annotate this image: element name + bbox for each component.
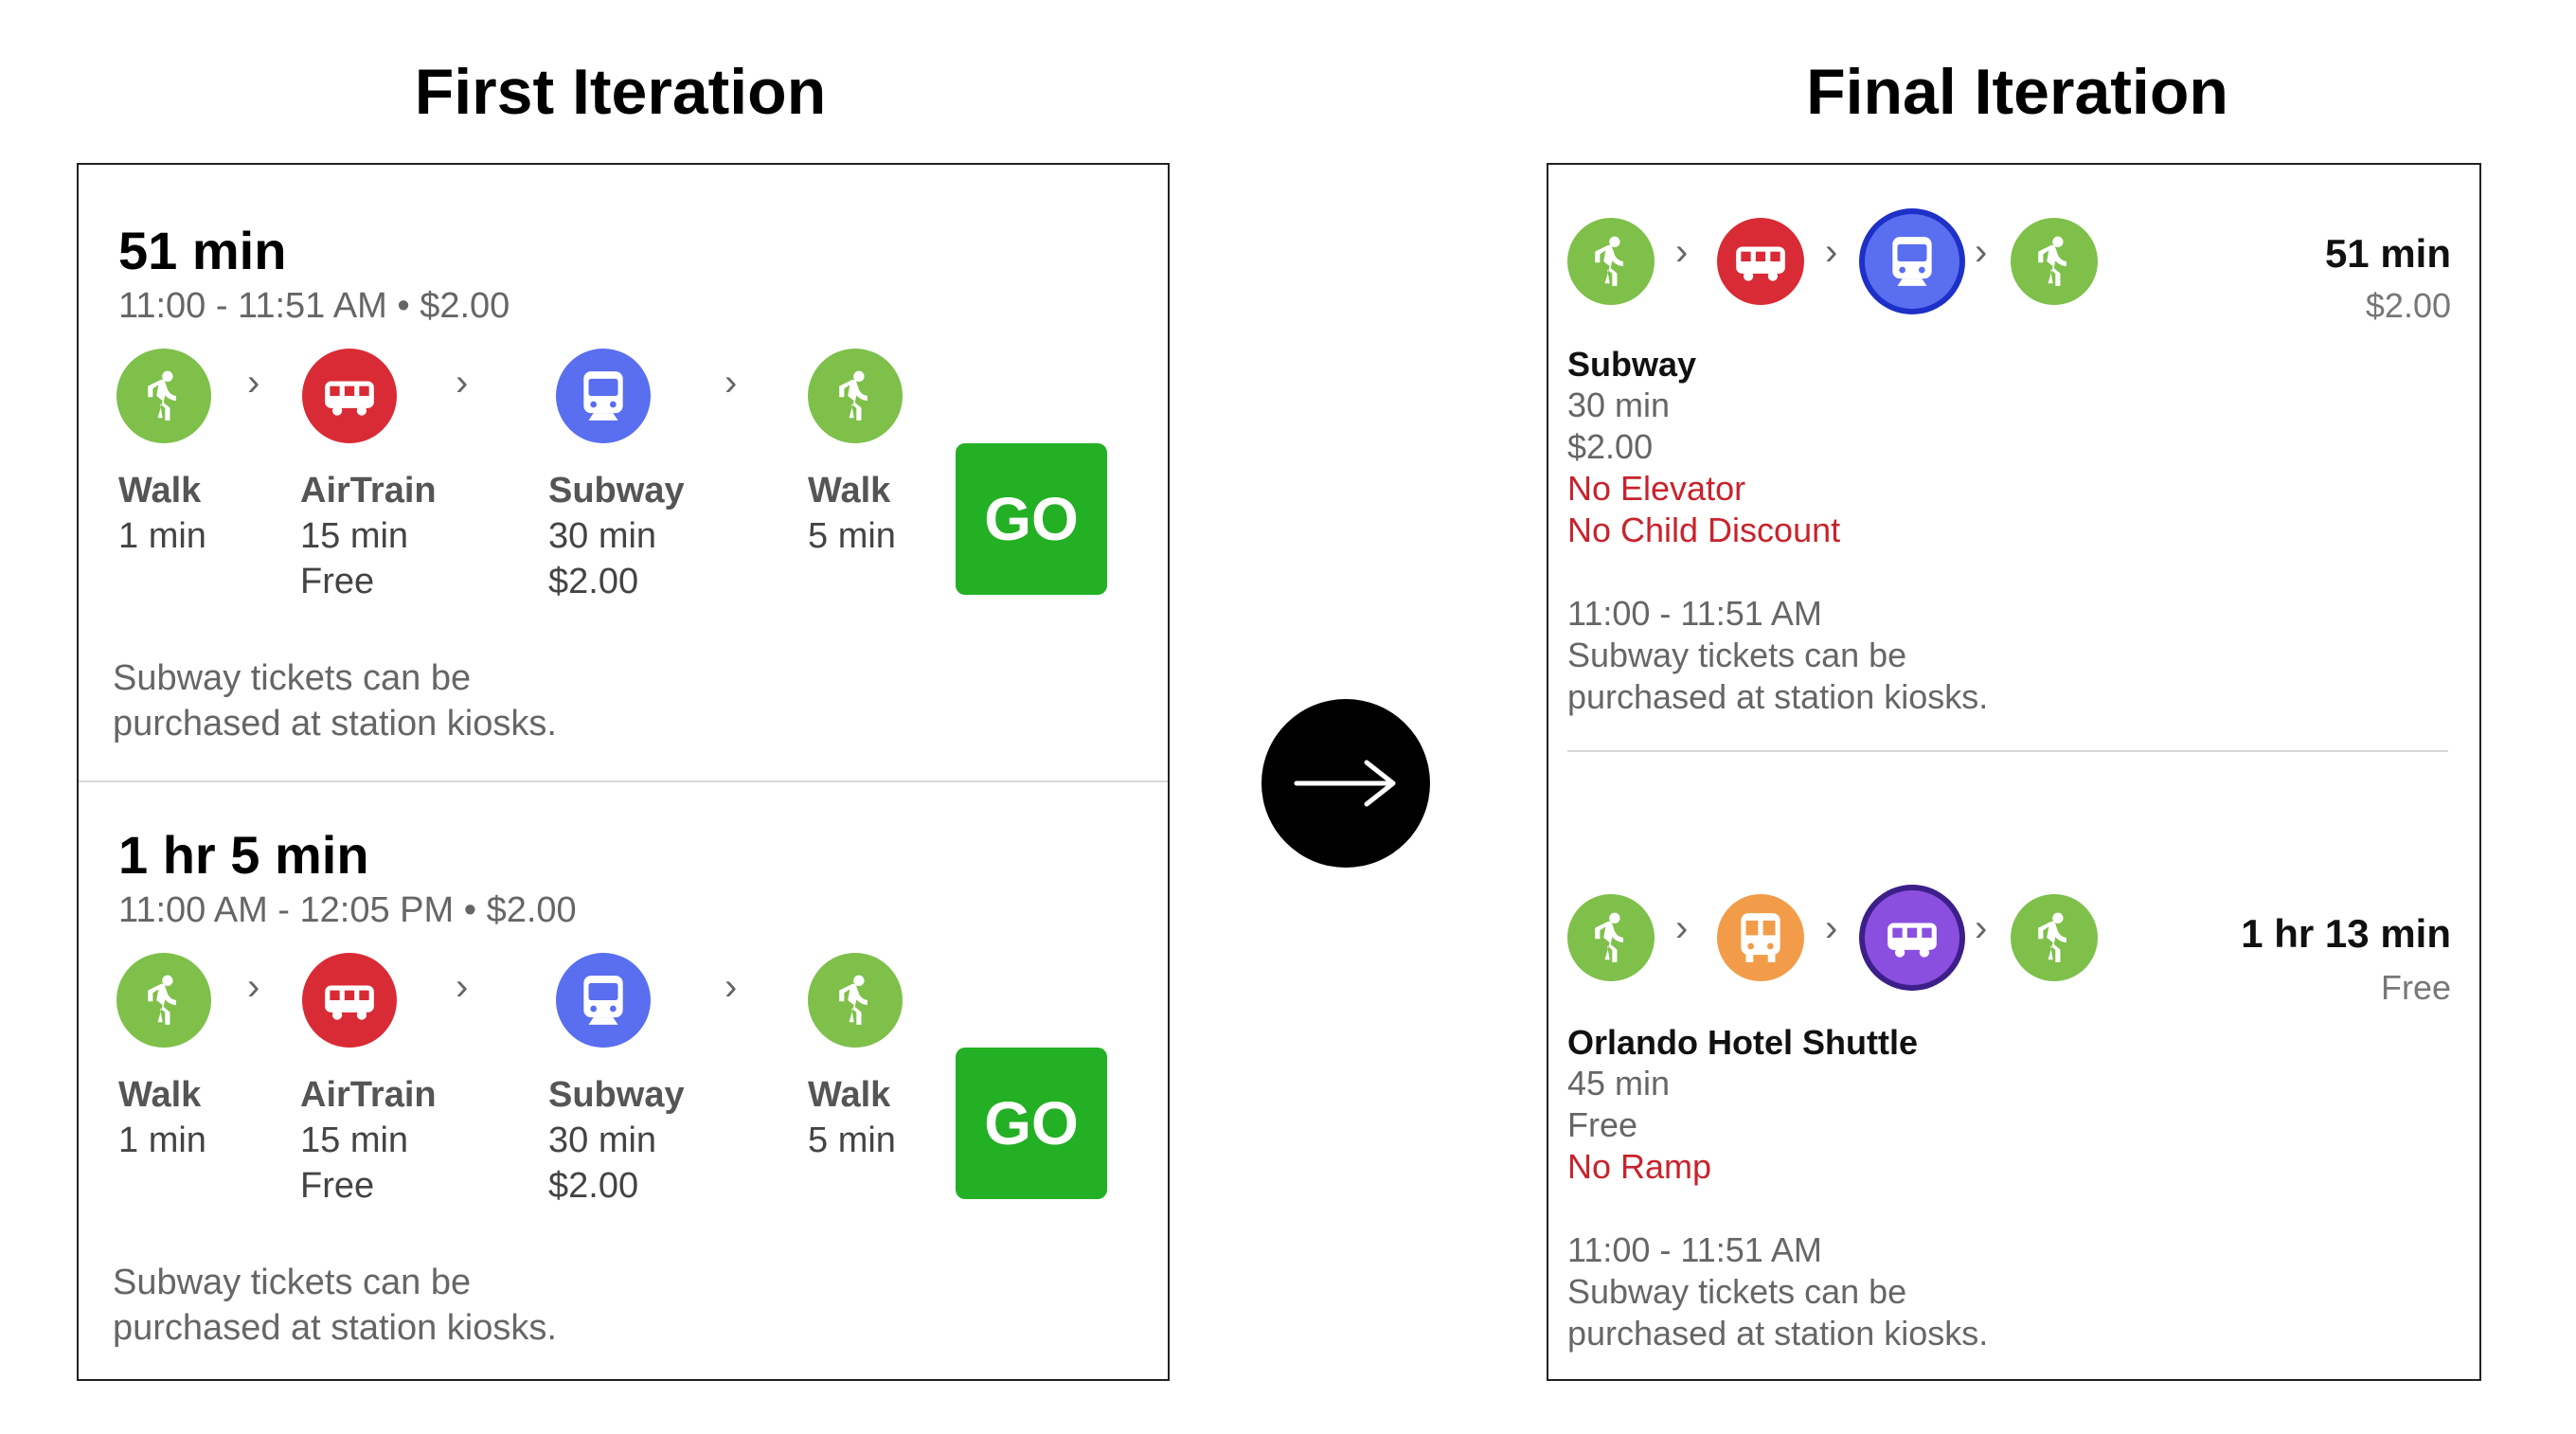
route-divider [79,780,1168,782]
selected-leg-name: Orlando Hotel Shuttle [1567,1023,1919,1062]
chevron-right-icon: › [1825,907,1838,949]
route-summary: 11:00 AM - 12:05 PM • $2.00 [118,890,577,930]
leg-airtrain: AirTrain 15 min Free [300,1072,437,1209]
first-iteration-heading: First Iteration [414,56,827,128]
chevron-right-icon: › [724,362,738,403]
go-button[interactable]: GO [956,443,1107,595]
leg-time: 15 min [300,1120,409,1160]
airtrain-icon [302,953,397,1048]
subway-icon [556,349,651,443]
shuttle-icon [1865,890,1959,985]
leg-subway: Subway 30 min $2.00 [548,1072,685,1209]
bus-icon [1717,894,1804,981]
leg-price: $2.00 [548,1166,639,1206]
leg-walk: Walk 1 min [118,1072,206,1163]
leg-name: AirTrain [300,1075,437,1115]
ticket-note: Subway tickets can be purchased at stati… [1567,1271,1988,1354]
walk-icon [116,349,211,443]
leg-price: $2.00 [548,562,639,601]
note-line: Subway tickets can be [113,1263,472,1302]
accessibility-warning: No Elevator [1567,469,1746,508]
chevron-right-icon: › [1675,231,1689,273]
final-iteration-heading: Final Iteration [1806,56,2228,128]
go-button[interactable]: GO [956,1048,1107,1199]
route-duration: 51 min [118,221,287,280]
note-line: Subway tickets can be [1567,1272,1907,1311]
route-duration: 1 hr 13 min [2241,911,2451,956]
leg-walk: Walk 5 min [808,468,896,559]
chevron-right-icon: › [1975,907,1988,949]
subway-icon [556,953,651,1048]
leg-name: AirTrain [300,471,437,511]
first-iteration-panel: 51 min 11:00 - 11:51 AM • $2.00 › › › Wa… [77,163,1170,1381]
walk-icon [1567,894,1655,981]
subway-icon [1865,214,1959,309]
route-time-range: 11:00 - 11:51 AM [1567,1230,1822,1269]
leg-price: Free [300,562,375,601]
accessibility-warning: No Child Discount [1567,511,1841,549]
selected-leg-price: Free [1567,1105,1638,1144]
leg-price: Free [300,1166,375,1206]
walk-icon [1567,218,1655,305]
leg-name: Subway [548,471,685,511]
leg-time: 1 min [118,516,206,556]
leg-time: 5 min [808,516,896,556]
route-duration: 1 hr 5 min [118,825,369,885]
walk-icon [116,953,211,1048]
leg-time: 30 min [548,1120,657,1160]
note-line: Subway tickets can be [1567,636,1907,674]
leg-walk: Walk 1 min [118,468,206,559]
chevron-right-icon: › [1825,231,1838,273]
airtrain-icon [302,349,397,443]
ticket-note: Subway tickets can be purchased at stati… [113,655,557,746]
selected-leg-name: Subway [1567,345,1697,384]
accessibility-warning: No Ramp [1567,1147,1712,1186]
selected-leg-price: $2.00 [1567,427,1654,466]
route-price: Free [2380,968,2451,1007]
leg-time: 5 min [808,1120,896,1160]
walk-icon [808,349,903,443]
note-line: purchased at station kiosks. [113,1308,557,1348]
chevron-right-icon: › [247,362,260,403]
route-price: $2.00 [2365,286,2451,325]
leg-subway: Subway 30 min $2.00 [548,468,685,604]
leg-time: 15 min [300,516,409,556]
final-iteration-panel: › › › 51 min $2.00 Subway 30 min $2.00 N… [1547,163,2481,1381]
note-line: Subway tickets can be [113,658,472,698]
route-divider [1567,750,2448,752]
leg-time: 30 min [548,516,657,556]
chevron-right-icon: › [724,966,738,1008]
leg-airtrain: AirTrain 15 min Free [300,468,437,604]
walk-icon [2011,894,2098,981]
chevron-right-icon: › [456,362,469,403]
airtrain-icon [1717,218,1804,305]
leg-time: 1 min [118,1120,206,1160]
leg-walk: Walk 5 min [808,1072,896,1163]
leg-name: Walk [808,1075,891,1115]
chevron-right-icon: › [1675,907,1689,949]
selected-leg-time: 45 min [1567,1064,1671,1102]
leg-name: Walk [808,471,891,511]
note-line: purchased at station kiosks. [113,704,557,744]
walk-icon [808,953,903,1048]
chevron-right-icon: › [456,966,469,1008]
route-time-range: 11:00 - 11:51 AM [1567,594,1822,633]
note-line: purchased at station kiosks. [1567,1314,1989,1353]
walk-icon [2011,218,2098,305]
leg-name: Walk [118,1075,202,1115]
route-summary: 11:00 - 11:51 AM • $2.00 [118,286,510,326]
note-line: purchased at station kiosks. [1567,677,1989,716]
leg-name: Walk [118,471,202,511]
selected-leg-time: 30 min [1567,385,1671,424]
route-duration: 51 min [2324,231,2451,276]
arrow-right-icon [1261,699,1430,868]
ticket-note: Subway tickets can be purchased at stati… [113,1260,557,1351]
chevron-right-icon: › [247,966,260,1008]
ticket-note: Subway tickets can be purchased at stati… [1567,635,1988,718]
leg-name: Subway [548,1075,685,1115]
chevron-right-icon: › [1975,231,1988,273]
